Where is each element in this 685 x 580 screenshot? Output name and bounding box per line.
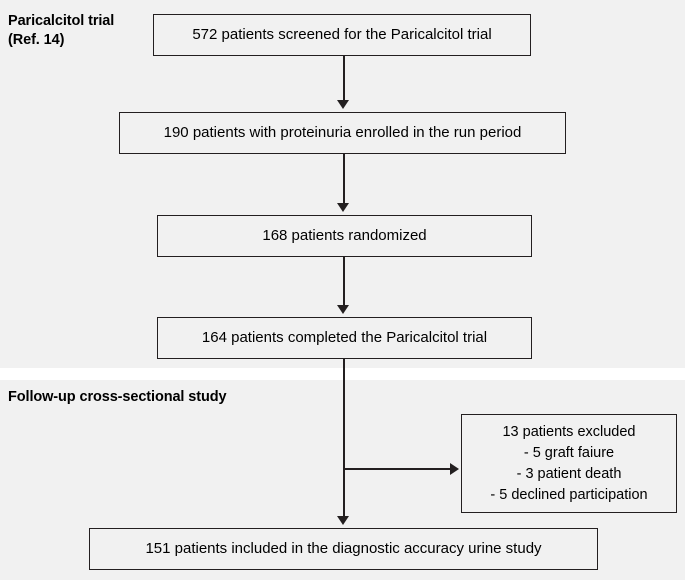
arrowhead-icon-down-3 <box>337 305 349 314</box>
connector-line-screened-to-enrolled <box>343 56 346 104</box>
connector-line-completed-to-included <box>343 359 346 520</box>
connector-line-enrolled-to-randomized <box>343 154 346 207</box>
connector-line-randomized-to-completed <box>343 257 346 309</box>
flow-box-screened: 572 patients screened for the Paricalcit… <box>153 14 531 56</box>
arrowhead-icon-down-4 <box>337 516 349 525</box>
arrowhead-icon-right-excluded <box>450 463 459 475</box>
flow-box-completed: 164 patients completed the Paricalcitol … <box>157 317 532 359</box>
arrowhead-icon-down-2 <box>337 203 349 212</box>
flow-box-included: 151 patients included in the diagnostic … <box>89 528 598 570</box>
connector-line-branch-to-excluded <box>344 468 452 471</box>
flow-box-enrolled: 190 patients with proteinuria enrolled i… <box>119 112 566 154</box>
section-title-followup-cross-sectional-study: Follow-up cross-sectional study <box>8 389 227 405</box>
section-title-paricalcitol-trial: Paricalcitol trial (Ref. 14) <box>8 13 115 48</box>
flow-box-excluded: 13 patients excluded - 5 graft faiure - … <box>461 414 677 513</box>
arrowhead-icon-down-1 <box>337 100 349 109</box>
flow-box-randomized: 168 patients randomized <box>157 215 532 257</box>
